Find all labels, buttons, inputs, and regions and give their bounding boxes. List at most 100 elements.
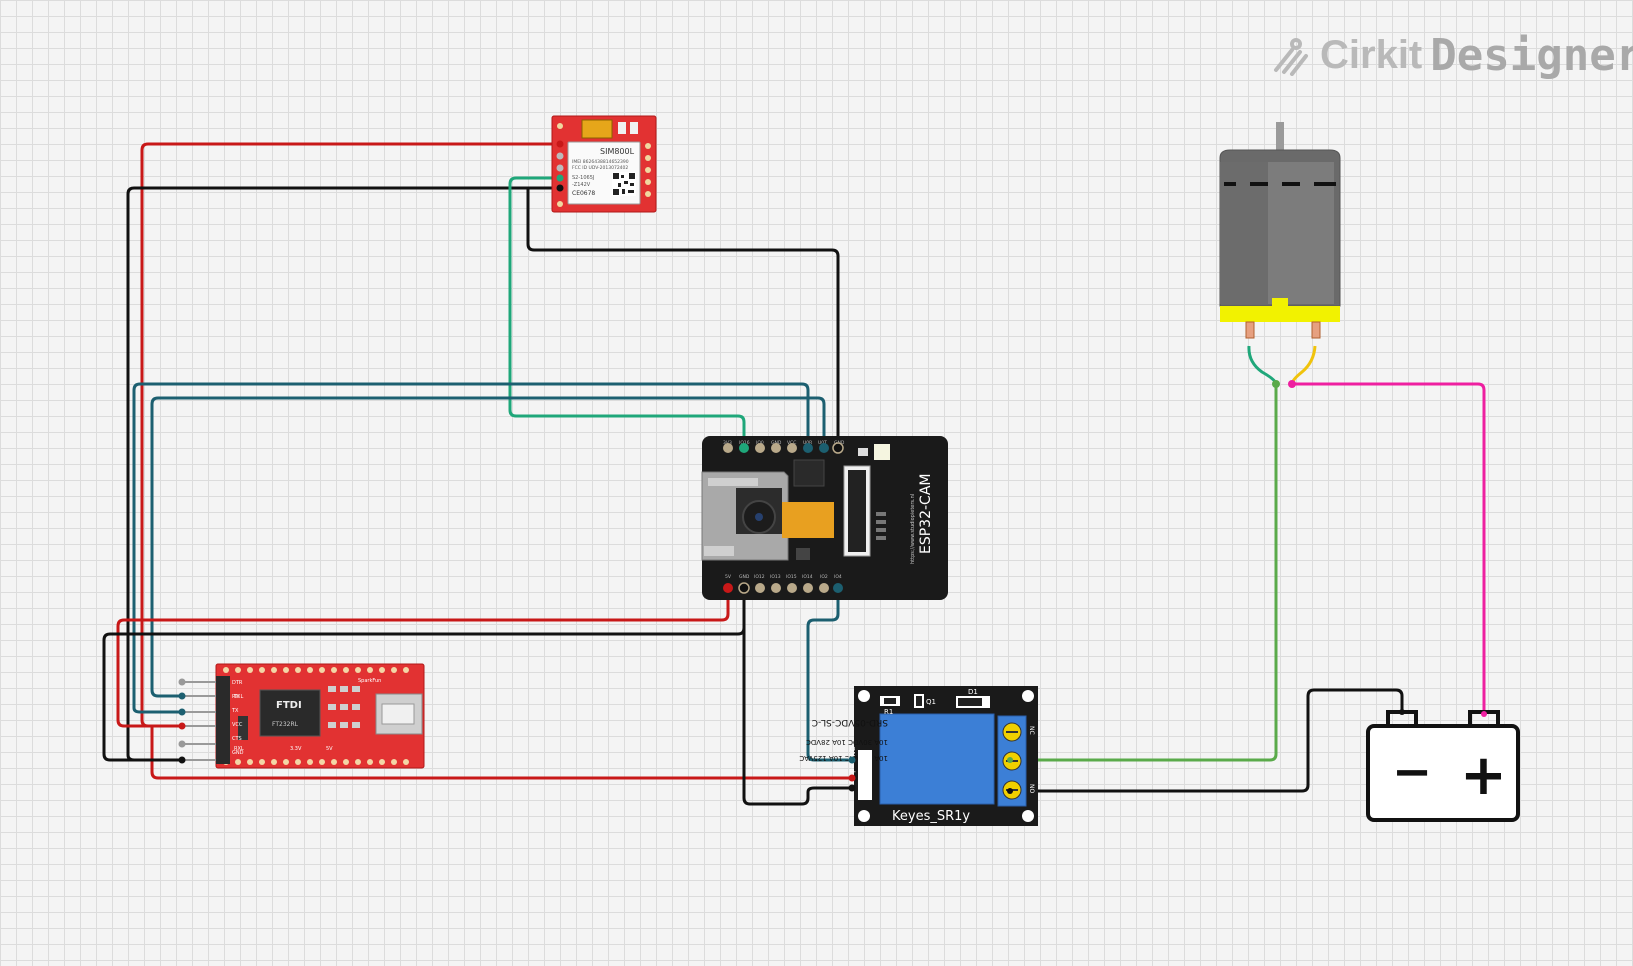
ftdi-module[interactable]: FTDI FT232RL TXL RXL 3.3V 5V SparkFun DT… [215,663,425,769]
wire-teal-esp-relay[interactable] [806,588,852,762]
esp32cam-pin[interactable] [723,443,733,453]
sim800l-pin[interactable] [556,140,564,148]
sim800l-pin[interactable] [556,174,564,182]
esp32cam-camera-ribbon [782,502,834,538]
esp32cam-url: https://www.studiopieters.nl [910,494,916,564]
relay-terminals [1002,722,1022,800]
ftdi-pin-dots [178,678,186,764]
svg-text:D1: D1 [968,688,978,696]
esp32cam-pin[interactable] [755,443,765,453]
relay-pin[interactable] [848,756,856,764]
motor-terminal[interactable] [1245,321,1255,339]
motor-shaft [1276,122,1284,150]
sim800l-model-b: -Z142V [572,182,591,188]
esp32cam-bottom-pin-labels: 5V GND IO12 IO13 IO15 IO14 IO2 IO4 [725,574,842,580]
sim800l-pin[interactable] [556,164,564,172]
esp32cam-pin[interactable] [803,443,813,453]
wire-lgreen-relay-motor[interactable] [1010,384,1278,762]
ftdi-chip-model: FT232RL [272,721,299,728]
svg-text:IO16: IO16 [739,440,750,446]
svg-text:3V3: 3V3 [723,440,732,446]
esp32cam-pin[interactable] [739,443,749,453]
sim800l-fcc: FCC ID UDV-2013072402 [572,165,628,171]
esp32cam-pin[interactable] [787,443,797,453]
esp32cam-pin[interactable] [771,583,781,593]
wire-pink-motor-battery[interactable] [1292,382,1486,714]
sim800l-module[interactable]: SIM800L IMEI 8626438814652390 FCC ID UDV… [551,115,657,213]
cirkit-logo-icon [1274,37,1308,76]
ftdi-pin[interactable] [178,678,186,686]
relay-blue-block [879,713,995,805]
dc-motor[interactable] [1219,122,1341,339]
relay-text-a: SRD-05VDC-SL-C [812,717,888,727]
svg-text:GND: GND [739,574,750,580]
wire-black-sim-esp[interactable] [526,188,840,444]
wire-motor-lead-yellow[interactable] [1290,345,1317,385]
ftdi-pin-labels: DTR RX TX VCC CTS GND [231,680,244,756]
svg-text:DTR: DTR [232,680,243,686]
svg-text:GND: GND [771,440,782,446]
relay-pin[interactable] [848,774,856,782]
svg-text:NO: NO [1028,784,1035,793]
svg-text:5V: 5V [326,746,333,752]
wire-red-sim-ftdi[interactable] [140,142,560,728]
esp32cam-bottom-pins [723,582,843,594]
ftdi-pin[interactable] [178,708,186,716]
esp32cam-pin[interactable] [738,582,750,594]
wire-motor-lead-green[interactable] [1247,345,1278,385]
sim800l-capacitor [581,119,613,139]
wire-red-ftdi-relay[interactable] [150,726,852,780]
motor-terminal[interactable] [1311,321,1321,339]
svg-text:IO15: IO15 [786,574,797,580]
esp32cam-pin[interactable] [803,583,813,593]
esp32cam-pin[interactable] [723,583,733,593]
battery[interactable]: − + [1366,710,1520,822]
svg-text:U0T: U0T [818,440,827,446]
relay-pin[interactable] [848,784,856,792]
esp32cam-pin[interactable] [819,583,829,593]
sim800l-imei: IMEI 8626438814652390 [572,159,629,165]
svg-text:GND: GND [232,750,244,756]
motor-end-cap [1220,306,1340,322]
junctions [1272,380,1296,388]
ftdi-pin[interactable] [178,692,186,700]
svg-text:RX: RX [232,694,239,700]
svg-text:U0R: U0R [803,440,812,446]
esp32cam-pin[interactable] [787,583,797,593]
wire-green-sim-esp[interactable] [508,176,746,444]
esp32cam-pin[interactable] [833,583,843,593]
svg-text:IO13: IO13 [770,574,781,580]
svg-text:IO0: IO0 [756,440,764,446]
esp32cam-module[interactable]: 3V3 IO16 IO0 GND VCC U0R U0T GND [701,436,948,600]
esp32cam-flash-led [874,444,890,460]
battery-minus-label: − [1392,744,1432,800]
wire-black-esp-relay[interactable] [742,600,852,806]
svg-text:5V: 5V [725,574,732,580]
esp32cam-pin[interactable] [832,442,844,454]
esp32cam-pin[interactable] [771,443,781,453]
relay-pins [848,756,856,792]
svg-text:SparkFun: SparkFun [358,678,381,684]
relay-module[interactable]: SRD-05VDC-SL-C 10A 30VDC 10A 28VDC 10A 2… [799,686,1038,826]
wire-black-relay-battery[interactable] [1010,688,1404,793]
esp32cam-pin[interactable] [819,443,829,453]
sim800l-qr-code [612,172,636,196]
svg-text:IO4: IO4 [834,574,842,580]
svg-text:3.3V: 3.3V [290,746,302,752]
wire-teal-uor-ftdi[interactable] [132,382,810,714]
svg-text:VCC: VCC [232,722,243,728]
esp32cam-pin[interactable] [755,583,765,593]
sim800l-pin[interactable] [556,184,564,192]
wire-red-esp-relay[interactable] [116,588,730,728]
junction-dot [1272,380,1280,388]
ftdi-pin[interactable] [178,756,186,764]
sim800l-pin[interactable] [556,152,564,160]
battery-plus-label: + [1460,743,1507,808]
wire-teal-uot-ftdi[interactable] [150,396,826,698]
relay-text-c: 10A 250VAC 10A 125VAC [799,754,888,762]
ftdi-pin[interactable] [178,722,186,730]
esp32cam-top-pins [723,442,844,454]
sim800l-pins [556,140,564,192]
ftdi-pin[interactable] [178,740,186,748]
